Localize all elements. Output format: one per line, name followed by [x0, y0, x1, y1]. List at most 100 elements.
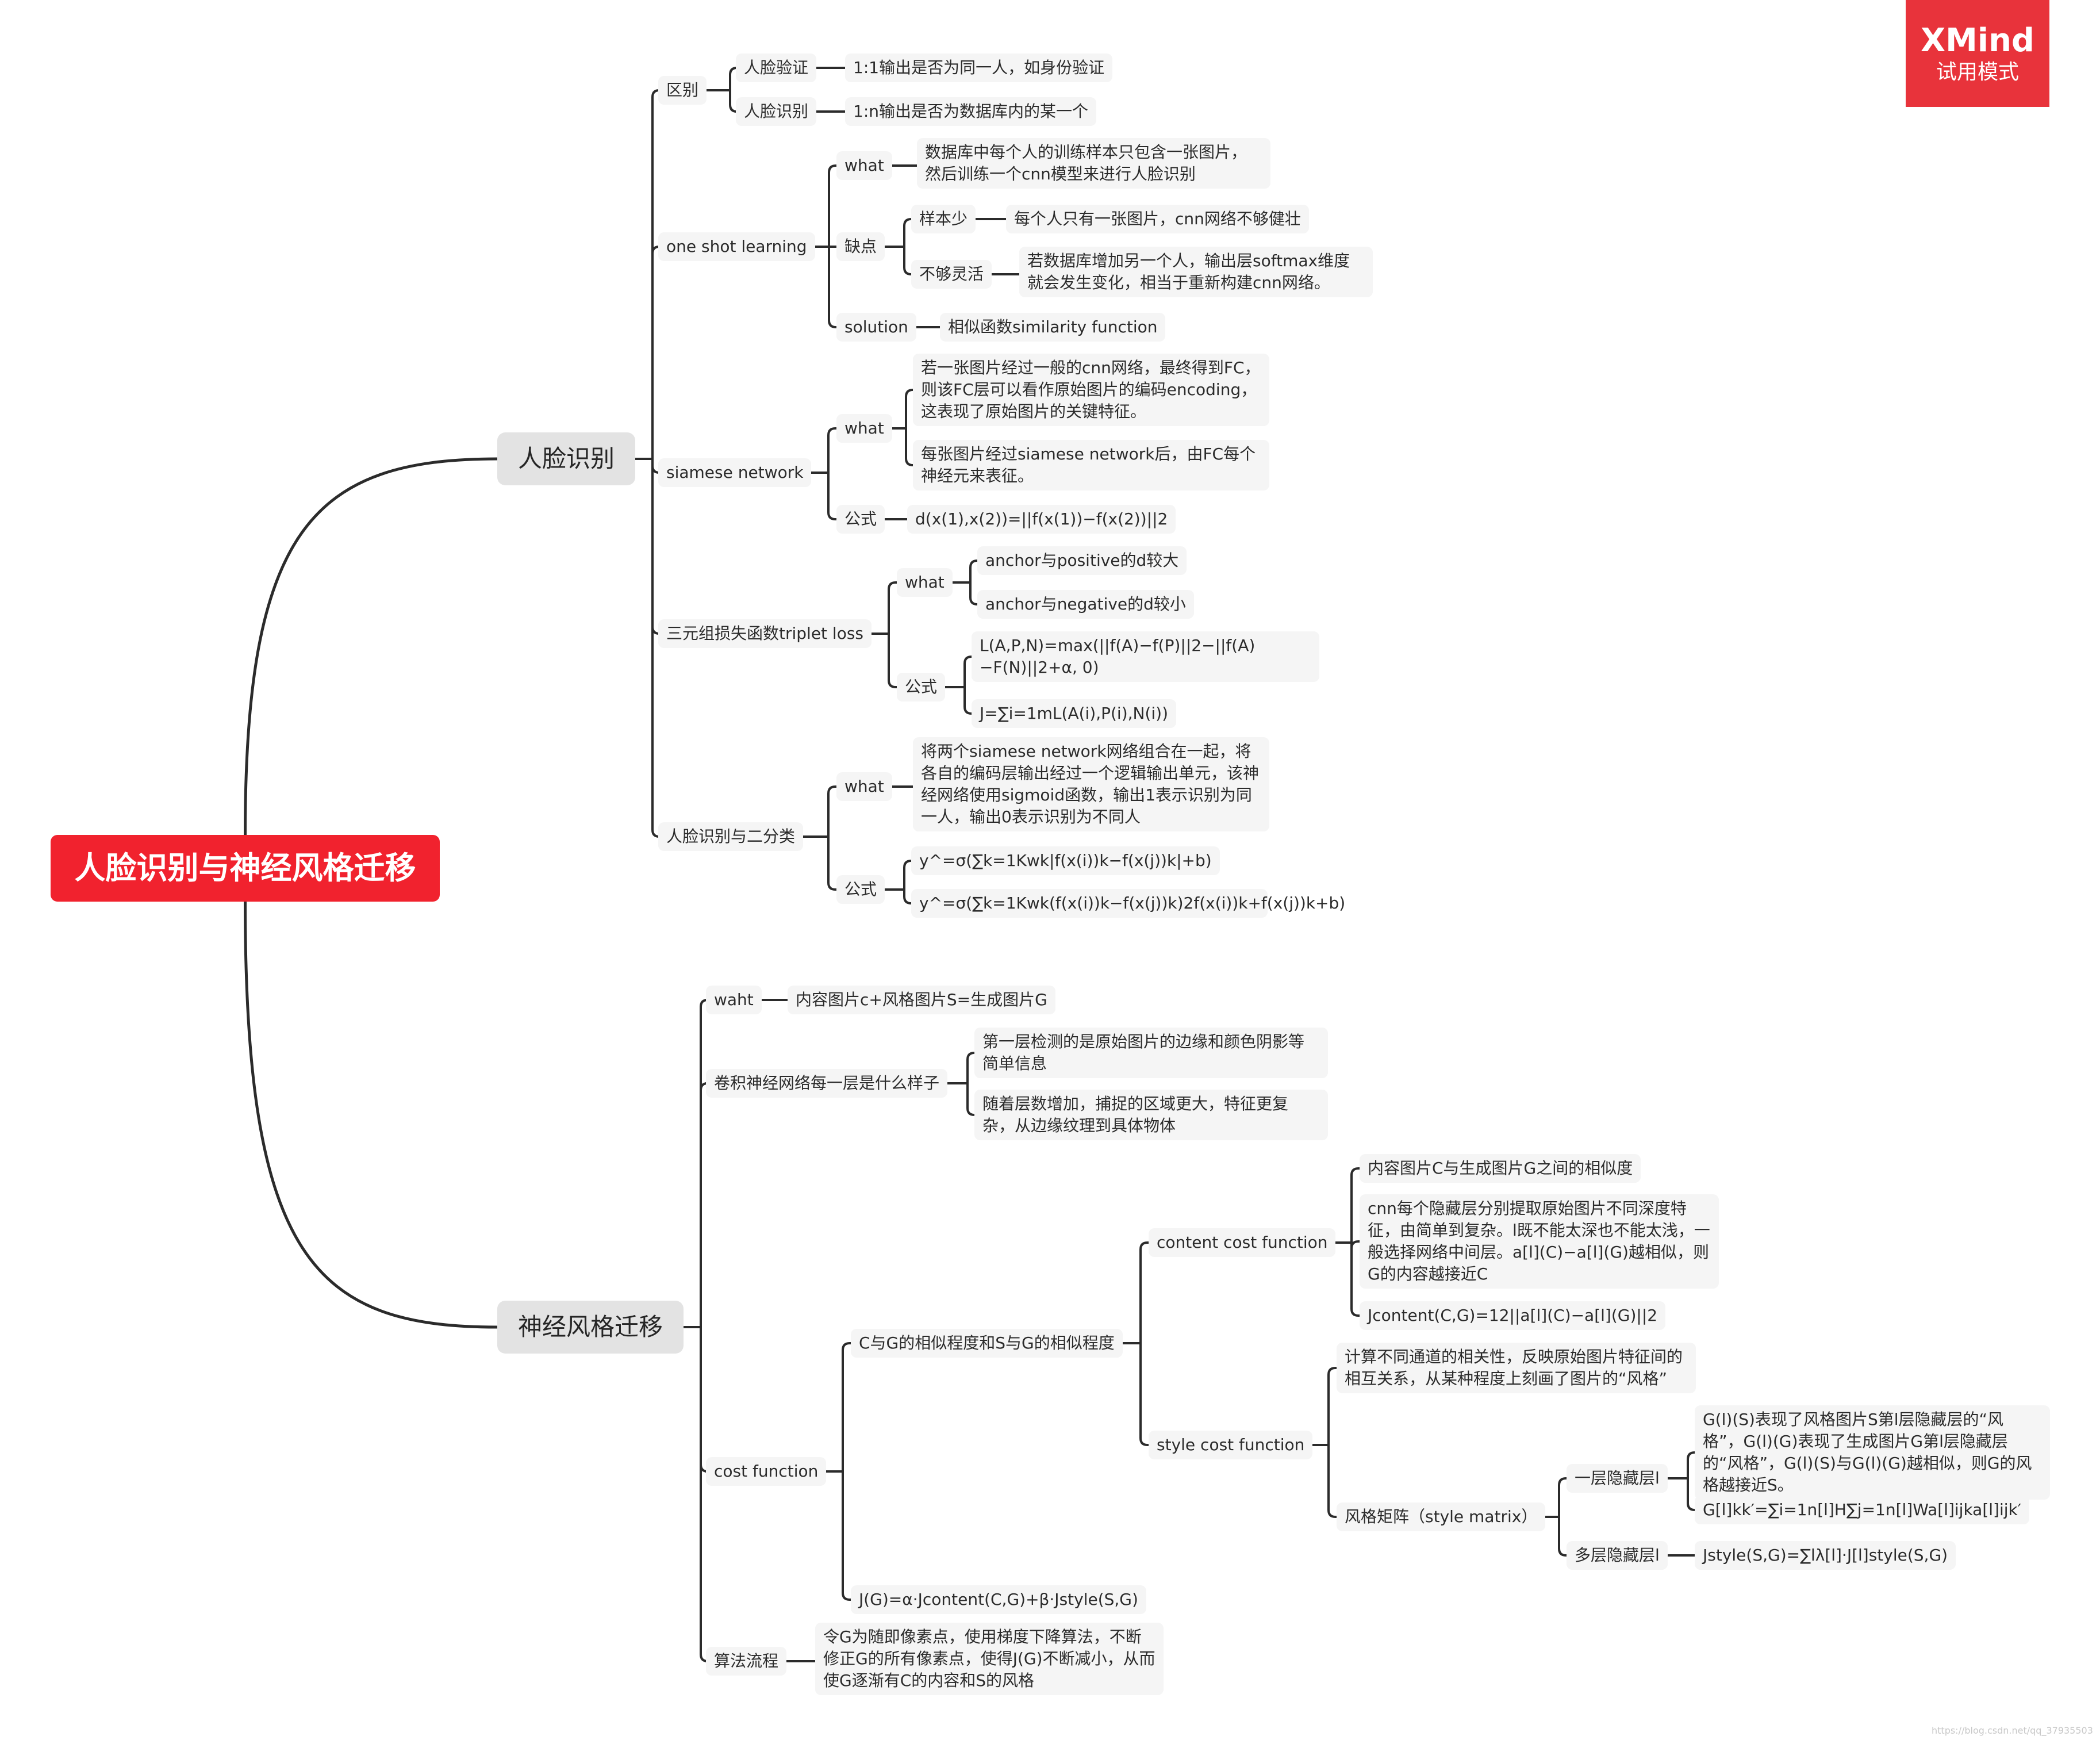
node-siamese-what-detail-1[interactable]: 若一张图片经过一般的cnn网络，最终得到FC，则该FC层可以看作原始图片的编码e…: [913, 354, 1269, 426]
connector-line-25: [827, 427, 838, 474]
subtopic-siamese-network[interactable]: siamese network: [658, 458, 812, 487]
node-waht-detail[interactable]: 内容图片c+风格图片S=生成图片G: [788, 986, 1055, 1014]
node-one-shot-solution[interactable]: solution: [836, 313, 916, 342]
node-style-cost-correlation[interactable]: 计算不同通道的相关性，反映原始图片特征间的相互关系，从某种程度上刻画了图片的“风…: [1337, 1343, 1696, 1393]
node-algorithm-flow-detail[interactable]: 令G为随即像素点，使用梯度下降算法，不断修正G的所有像素点，使得J(G)不断减小…: [815, 1623, 1164, 1695]
connector-line-70: [1558, 1477, 1568, 1518]
connector-line-41: [827, 785, 838, 838]
node-binary-formula-chi[interactable]: y^=σ(∑k=1Kwk(f(x(i))k−f(x(j))k)2f(x(i))k…: [911, 889, 1345, 918]
node-face-verification-detail[interactable]: 1:1输出是否为同一人，如身份验证: [845, 53, 1113, 82]
node-one-shot-defects[interactable]: 缺点: [836, 232, 885, 261]
node-face-identification[interactable]: 人脸识别: [736, 97, 817, 126]
connector-line-65: [1350, 1241, 1361, 1317]
node-one-shot-solution-detail[interactable]: 相似函数similarity function: [940, 313, 1166, 342]
connector-line-64: [1350, 1240, 1361, 1249]
connector-line-1: [244, 900, 499, 1329]
node-single-layer-gram-formula[interactable]: G[l]kk′=∑i=1n[l]H∑j=1n[l]Wa[l]ijka[l]ijk…: [1695, 1496, 2030, 1524]
connector-line-68: [1327, 1444, 1338, 1518]
node-siamese-formula[interactable]: 公式: [836, 505, 885, 534]
subtopic-algorithm-flow[interactable]: 算法流程: [706, 1647, 787, 1676]
node-binary-what-detail[interactable]: 将两个siamese network网络组合在一起，将各自的编码层输出经过一个逻…: [913, 737, 1269, 831]
node-single-hidden-layer[interactable]: 一层隐藏层l: [1567, 1464, 1668, 1493]
node-content-cost-similarity[interactable]: 内容图片C与生成图片G之间的相似度: [1360, 1154, 1641, 1183]
connector-line-73: [1687, 1451, 1696, 1479]
topic-face-recognition[interactable]: 人脸识别: [497, 432, 636, 485]
xmind-trial-badge: XMind 试用模式: [1906, 0, 2049, 107]
node-similarity-cg-sg[interactable]: C与G的相似程度和S与G的相似程度: [851, 1329, 1123, 1358]
node-total-cost-formula[interactable]: J(G)=α⋅Jcontent(C,G)+β⋅Jstyle(S,G): [851, 1585, 1146, 1614]
node-defect-few-samples[interactable]: 样本少: [911, 205, 976, 233]
connector-line-7: [651, 458, 660, 838]
connector-line-4: [651, 246, 660, 460]
node-binary-formula[interactable]: 公式: [836, 875, 885, 904]
node-defect-inflexible[interactable]: 不够灵活: [911, 260, 992, 289]
xmind-logo-text: XMind: [1920, 22, 2035, 59]
connector-line-14: [828, 164, 838, 248]
connector-line-29: [905, 427, 914, 466]
node-style-matrix[interactable]: 风格矩阵（style matrix）: [1337, 1502, 1546, 1531]
node-triplet-what-positive[interactable]: anchor与positive的d较大: [977, 546, 1187, 575]
node-one-shot-what[interactable]: what: [836, 151, 892, 180]
node-single-layer-gram-desc[interactable]: G(l)(S)表现了风格图片S第l层隐藏层的“风格”，G(l)(G)表现了生成图…: [1695, 1405, 2050, 1500]
node-multi-hidden-layer[interactable]: 多层隐藏层l: [1567, 1541, 1668, 1570]
subtopic-cnn-layers[interactable]: 卷积神经网络每一层是什么样子: [706, 1069, 948, 1098]
node-siamese-what-detail-2[interactable]: 每张图片经过siamese network后，由FC每个神经元来表征。: [913, 440, 1269, 490]
connector-line-61: [1139, 1342, 1150, 1446]
connector-line-74: [1687, 1477, 1696, 1511]
connector-line-45: [903, 860, 912, 891]
connector-line-55: [966, 1082, 976, 1116]
connector-line-0: [244, 457, 499, 837]
subtopic-binary-classification[interactable]: 人脸识别与二分类: [658, 822, 804, 851]
subtopic-cost-function[interactable]: cost function: [706, 1457, 827, 1486]
node-siamese-formula-detail[interactable]: d(x(1),x(2))=||f(x(1))−f(x(2))||2: [907, 505, 1176, 534]
subtopic-triplet-loss[interactable]: 三元组损失函数triplet loss: [658, 619, 872, 648]
node-binary-formula-abs[interactable]: y^=σ(∑k=1Kwk|f(x(i))k−f(x(j))k|+b): [911, 846, 1220, 875]
node-triplet-what-negative[interactable]: anchor与negative的d较小: [977, 590, 1194, 619]
connector-line-33: [888, 633, 898, 688]
node-siamese-what[interactable]: what: [836, 414, 892, 443]
connector-line-54: [966, 1052, 976, 1084]
node-triplet-formula[interactable]: 公式: [897, 673, 946, 702]
subtopic-one-shot-learning[interactable]: one shot learning: [658, 232, 815, 261]
connector-line-38: [963, 656, 973, 688]
node-cnn-layers-deeper[interactable]: 随着层数增加，捕捉的区域更大，特征更复杂，从边缘纹理到具体物体: [974, 1090, 1328, 1140]
connector-line-39: [963, 686, 973, 715]
connector-line-49: [700, 1082, 708, 1328]
connector-line-58: [842, 1470, 852, 1601]
connector-line-32: [888, 581, 898, 635]
node-binary-what[interactable]: what: [836, 772, 892, 801]
node-defect-inflexible-detail[interactable]: 若数据库增加另一个人，输出层softmax维度就会发生变化，相当于重新构建cnn…: [1019, 247, 1373, 297]
node-face-identification-detail[interactable]: 1:n输出是否为数据库内的某一个: [845, 97, 1096, 126]
connector-line-28: [905, 389, 914, 430]
node-style-cost-function[interactable]: style cost function: [1149, 1431, 1313, 1459]
connector-line-35: [969, 559, 978, 584]
node-content-cost-formula[interactable]: Jcontent(C,G)=12||a[l](C)−a[l](G)||2: [1360, 1301, 1666, 1330]
connector-line-19: [903, 218, 912, 248]
node-face-verification[interactable]: 人脸验证: [736, 53, 817, 82]
connector-line-71: [1558, 1516, 1568, 1557]
node-content-cost-layers[interactable]: cnn每个隐藏层分别提取原始图片不同深度特征，由简单到复杂。l既不能太深也不能太…: [1360, 1194, 1719, 1289]
node-one-shot-what-detail[interactable]: 数据库中每个人的训练样本只包含一张图片，然后训练一个cnn模型来进行人脸识别: [917, 138, 1270, 189]
node-defect-few-samples-detail[interactable]: 每个人只有一张图片，cnn网络不够健壮: [1006, 205, 1309, 233]
subtopic-difference[interactable]: 区别: [658, 76, 707, 105]
node-content-cost-function[interactable]: content cost function: [1149, 1228, 1336, 1257]
node-multi-layer-formula[interactable]: Jstyle(S,G)=∑lλ[l]⋅J[l]style(S,G): [1695, 1541, 1956, 1570]
connector-line-16: [828, 246, 838, 328]
trial-mode-text: 试用模式: [1936, 60, 2019, 84]
subtopic-waht[interactable]: waht: [706, 986, 762, 1014]
connector-line-67: [1327, 1367, 1338, 1446]
connector-line-57: [842, 1342, 852, 1473]
root-topic[interactable]: 人脸识别与神经风格迁移: [51, 835, 440, 902]
connector-line-60: [1139, 1241, 1150, 1344]
connector-line-63: [1350, 1167, 1361, 1244]
node-triplet-formula-cost[interactable]: J=∑i=1mL(A(i),P(i),N(i)): [972, 699, 1177, 728]
connector-line-20: [903, 246, 912, 275]
node-triplet-what[interactable]: what: [897, 568, 953, 597]
connector-line-26: [827, 472, 838, 520]
node-cnn-layers-first[interactable]: 第一层检测的是原始图片的边缘和颜色阴影等简单信息: [974, 1028, 1328, 1078]
connector-line-42: [827, 835, 838, 891]
topic-neural-style-transfer[interactable]: 神经风格迁移: [497, 1301, 684, 1354]
node-triplet-formula-loss[interactable]: L(A,P,N)=max(||f(A)−f(P)||2−||f(A)−F(N)|…: [972, 631, 1319, 682]
